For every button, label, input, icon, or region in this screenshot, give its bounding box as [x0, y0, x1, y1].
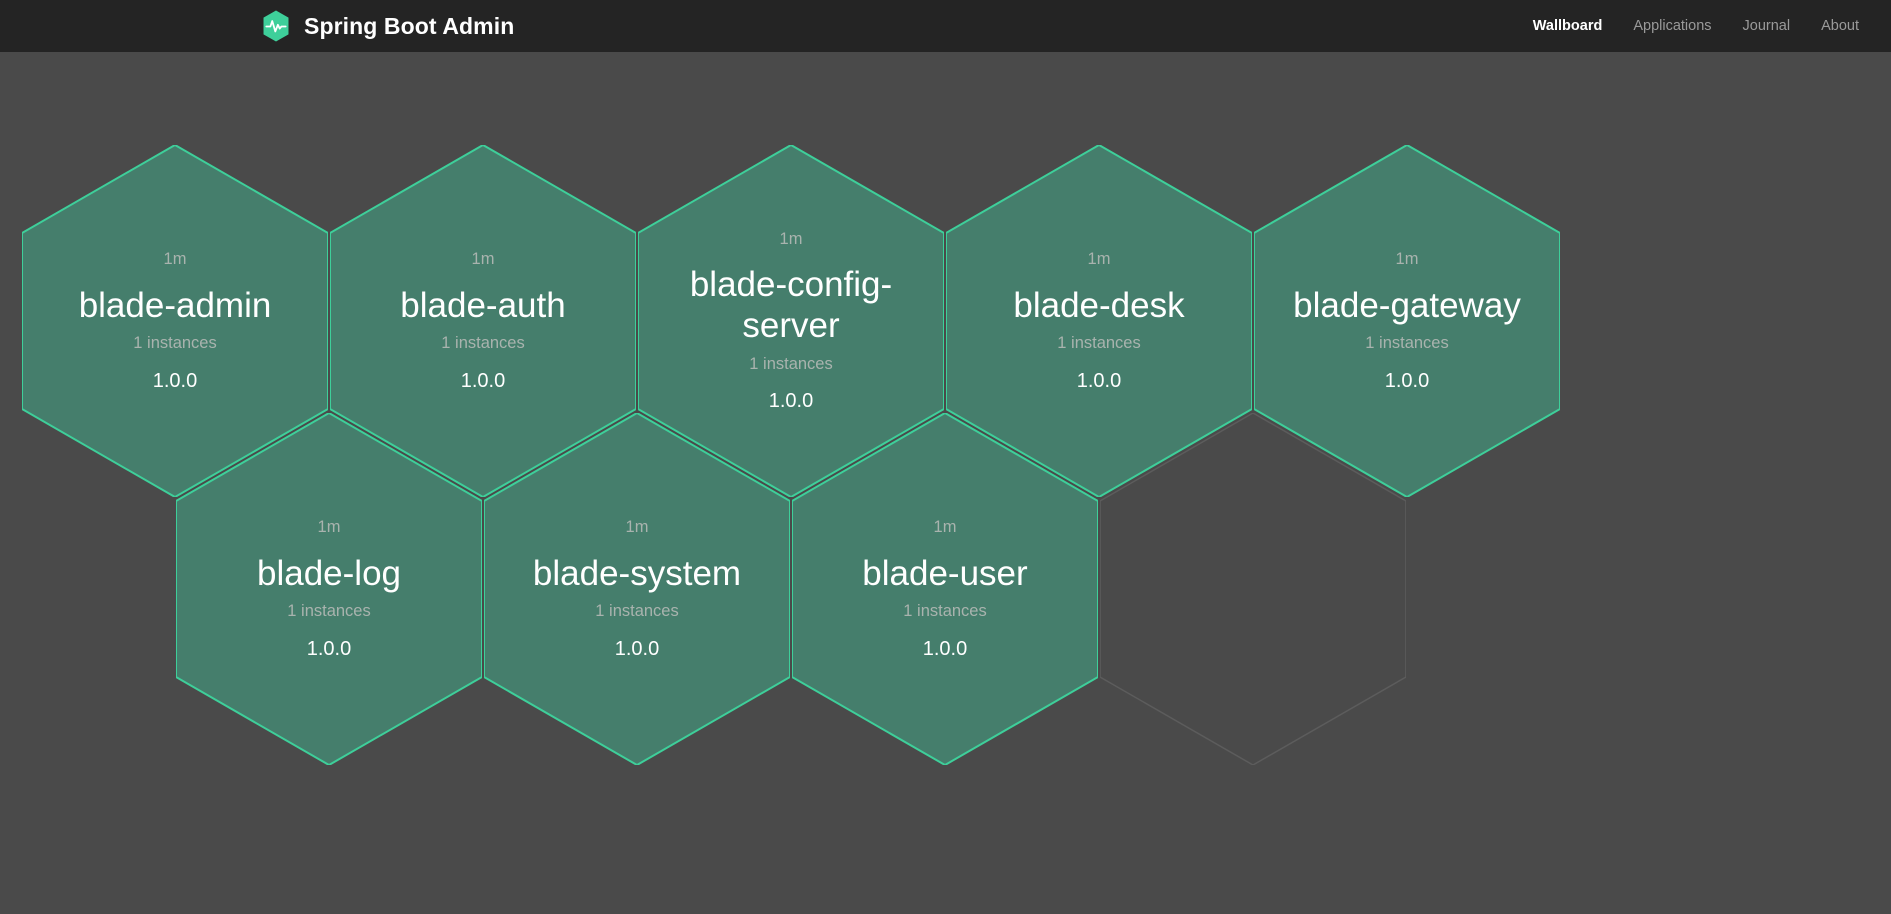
- hexagon-shape-icon: [638, 145, 944, 497]
- hexagon-shape-icon: [330, 145, 636, 497]
- heartbeat-hexagon-icon: [263, 10, 289, 42]
- nav-link-journal[interactable]: Journal: [1742, 18, 1791, 34]
- hexagon-shape-icon: [1100, 413, 1406, 765]
- hexagon-shape-icon: [792, 413, 1098, 765]
- top-navbar: Spring Boot Admin Wallboard Applications…: [0, 0, 1891, 52]
- brand-logo-link[interactable]: Spring Boot Admin: [259, 9, 514, 43]
- hexagon-shape-icon: [176, 413, 482, 765]
- hexagon-shape-icon: [946, 145, 1252, 497]
- app-title: Spring Boot Admin: [304, 12, 515, 39]
- hexagon-shape-icon: [484, 413, 790, 765]
- nav-link-wallboard[interactable]: Wallboard: [1532, 18, 1603, 34]
- main-navigation: Wallboard Applications Journal About: [1533, 18, 1859, 34]
- hexagon-shape-icon: [22, 145, 328, 497]
- hexagon-placeholder: [1100, 413, 1406, 765]
- nav-link-about[interactable]: About: [1821, 18, 1859, 34]
- hexagon-shape-icon: [1254, 145, 1560, 497]
- nav-link-applications[interactable]: Applications: [1633, 18, 1712, 34]
